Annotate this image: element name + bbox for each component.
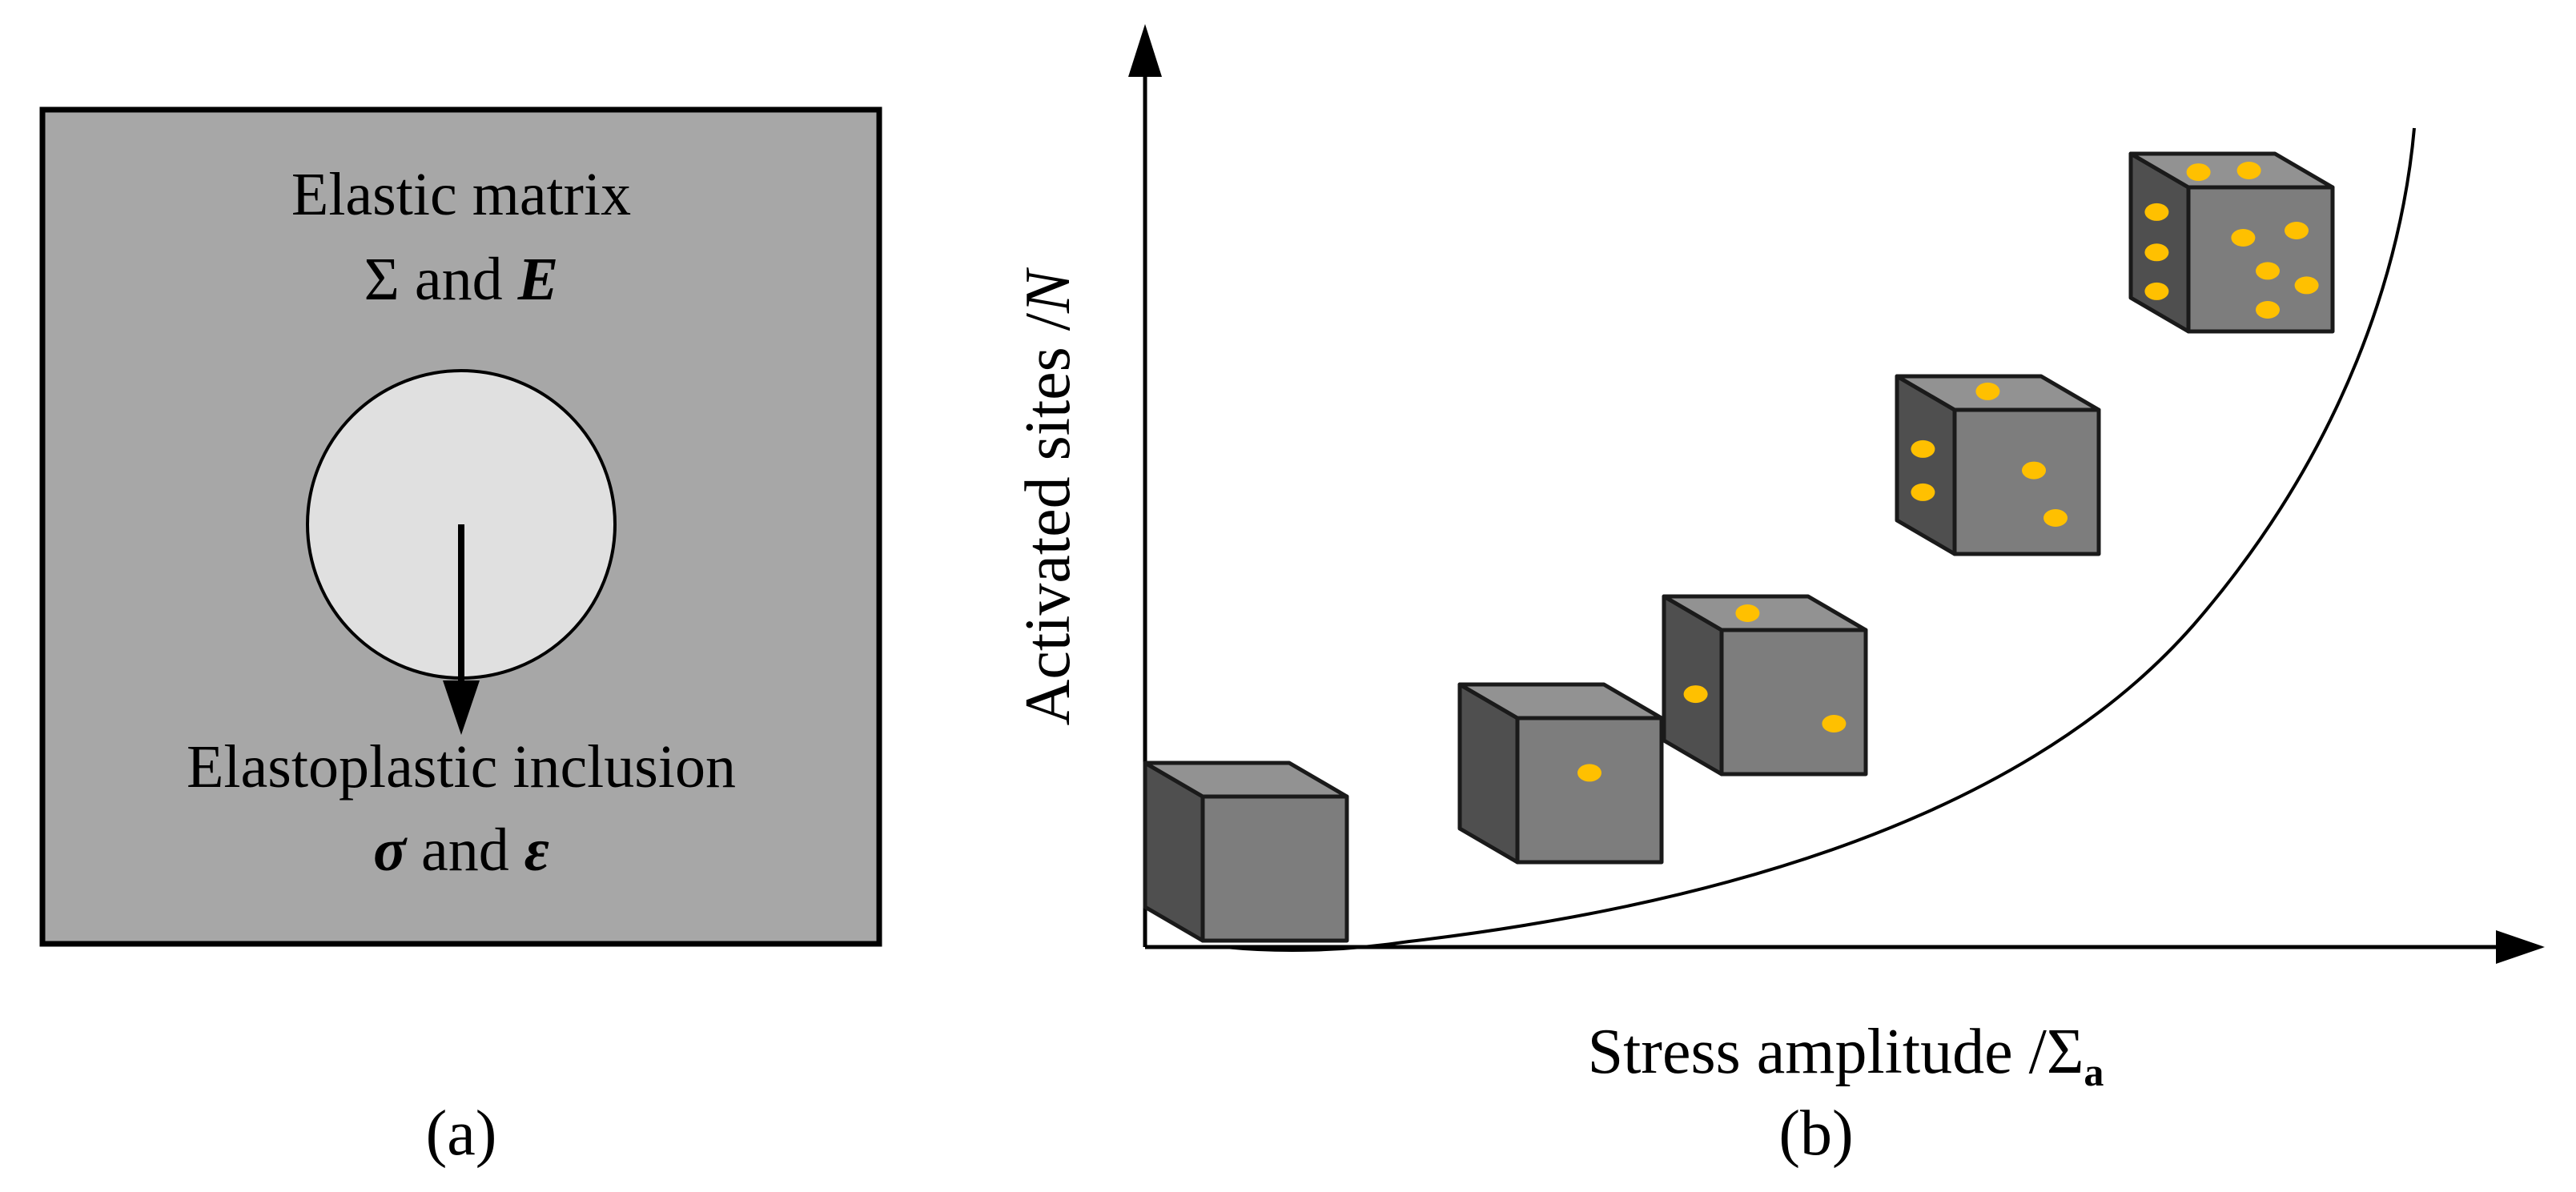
activated-site-dot <box>2144 203 2169 221</box>
panel-a: Elastic matrix Σ and E Elastoplastic inc… <box>39 106 882 1169</box>
cube-front-face <box>1952 407 2101 556</box>
activated-site-dot <box>2022 461 2046 480</box>
matrix-sigma-symbol: Σ <box>364 246 400 313</box>
activated-site-dot <box>2236 162 2261 179</box>
activated-site-dot <box>1975 382 2000 400</box>
x-axis-label-subscript: a <box>2084 1050 2104 1094</box>
inclusion-epsilon-symbol: ε <box>524 817 549 884</box>
inclusion-and-text: and <box>406 817 524 884</box>
inclusion-symbols: σ and ε <box>373 817 549 884</box>
activated-site-dot <box>1577 764 1601 782</box>
activated-site-dot <box>2231 229 2256 247</box>
panel-b-caption: (b) <box>1778 1098 1853 1169</box>
activated-site-dot <box>2144 243 2169 262</box>
activated-site-dot <box>1911 439 1935 458</box>
cube-front-face <box>1719 628 1868 777</box>
activated-site-dot <box>2256 301 2280 319</box>
inclusion-sigma-symbol: σ <box>373 817 408 884</box>
y-axis-label-text: Activated sites / <box>1013 312 1083 725</box>
inclusion-label: Elastoplastic inclusion <box>187 733 736 801</box>
activated-site-dot <box>1822 715 1847 732</box>
matrix-e-symbol: E <box>517 246 559 313</box>
cube <box>1662 594 1868 777</box>
cube-front-face <box>1200 794 1349 943</box>
activated-site-dot <box>1911 483 1935 501</box>
matrix-label: Elastic matrix <box>291 161 631 228</box>
matrix-symbols: Σ and E <box>364 246 559 313</box>
x-axis-label-symbol: Σ <box>2047 1017 2084 1087</box>
panel-b: Activated sites /N Stress amplitude /Σa … <box>1013 24 2545 1169</box>
activation-curve <box>1224 127 2416 953</box>
activated-site-dot <box>2294 276 2319 295</box>
activated-site-dot <box>2256 262 2280 280</box>
cube <box>1895 374 2101 556</box>
cube-front-face <box>1515 716 1664 865</box>
activated-site-dot <box>2186 163 2211 182</box>
activated-site-dot <box>2144 282 2169 300</box>
panel-a-caption: (a) <box>426 1098 497 1169</box>
cube <box>2128 151 2335 334</box>
cube-series <box>1143 151 2335 943</box>
activated-site-dot <box>2285 222 2309 239</box>
x-axis-arrow-head <box>2496 930 2545 964</box>
inclusion-arrow-head <box>443 680 480 735</box>
x-axis-label: Stress amplitude /Σa <box>1588 1017 2104 1094</box>
y-axis-label-symbol: N <box>1013 267 1083 314</box>
activated-site-dot <box>1735 604 1760 622</box>
cube <box>1143 761 1349 943</box>
y-axis-arrow-head <box>1128 24 1162 77</box>
activated-site-dot <box>2044 509 2068 527</box>
matrix-and-text: and <box>400 246 518 313</box>
y-axis-label: Activated sites /N <box>1013 267 1083 725</box>
x-axis-label-text: Stress amplitude / <box>1588 1017 2048 1087</box>
activated-site-dot <box>1683 685 1708 704</box>
cube <box>1457 682 1664 865</box>
